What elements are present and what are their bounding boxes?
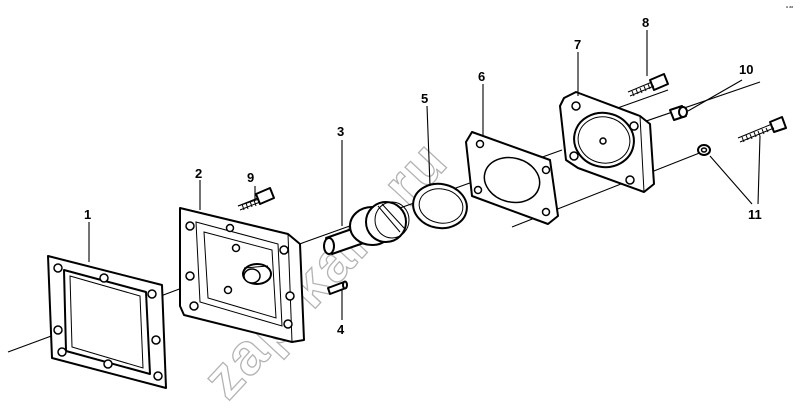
part-2-cover xyxy=(179,207,305,343)
callout-6: 6 xyxy=(478,69,485,84)
part-7-flange xyxy=(559,91,655,193)
part-9-bolt xyxy=(237,187,275,211)
part-10-plug xyxy=(669,105,688,121)
part-3-shaft xyxy=(323,201,410,255)
callout-2: 2 xyxy=(195,166,202,181)
corner-mark: ᵃ ᵃᵃ xyxy=(786,5,793,11)
callout-3: 3 xyxy=(337,124,344,139)
part-4-pin xyxy=(327,280,348,295)
part-6-gasket xyxy=(465,131,559,225)
callout-4: 4 xyxy=(337,322,345,337)
callout-5: 5 xyxy=(421,91,428,106)
callout-10: 10 xyxy=(739,62,753,77)
callout-11: 11 xyxy=(748,207,762,222)
callout-9: 9 xyxy=(247,170,254,185)
part-8-bolt xyxy=(627,73,669,97)
callout-8: 8 xyxy=(642,15,649,30)
callout-7: 7 xyxy=(574,37,581,52)
part-11-washer-bolt xyxy=(697,116,787,156)
leader-lines xyxy=(88,30,761,320)
callout-labels: 1 2 3 4 5 6 7 8 9 10 11 xyxy=(84,15,762,337)
part-5-oring xyxy=(412,182,468,230)
part-1-gasket xyxy=(47,255,167,389)
callout-1: 1 xyxy=(84,207,91,222)
